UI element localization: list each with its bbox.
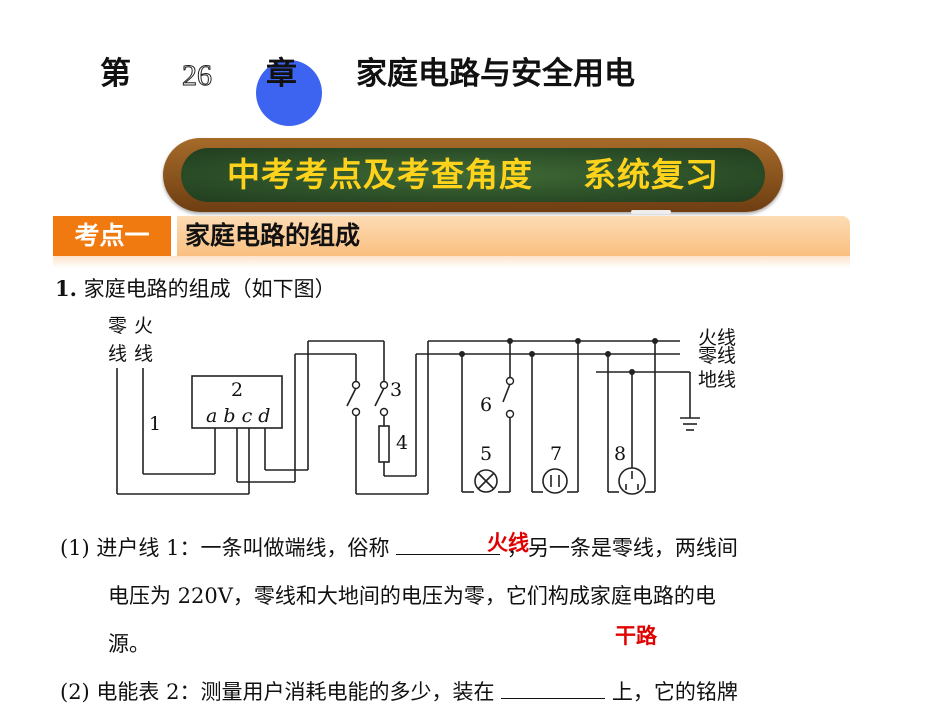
meter-terminals: a b c d xyxy=(206,405,270,427)
label-huo: 火 xyxy=(134,315,153,337)
blackboard-surface: 中考考点及考查角度 系统复习 xyxy=(181,148,765,214)
answer-blank-2 xyxy=(501,678,606,699)
answer-1: 火线 xyxy=(487,531,529,555)
blackboard-banner: 中考考点及考查角度 系统复习 xyxy=(163,138,783,214)
label-ground-wire: 地线 xyxy=(698,369,736,391)
section-label: 考点一 xyxy=(53,216,171,256)
label-live-wire: 火线 xyxy=(698,327,736,349)
p1-prefix: (1) 进户线 1：一条叫做端线，俗称 xyxy=(60,536,390,560)
section-title: 家庭电路的组成 xyxy=(185,221,361,250)
chapter-title: 家庭电路与安全用电 xyxy=(356,56,635,92)
component-1-number: 1 xyxy=(149,413,161,435)
section-header: 考点一 家庭电路的组成 xyxy=(53,216,850,256)
answer-blank-1 xyxy=(396,534,501,555)
item-1-text: 家庭电路的组成（如下图） xyxy=(83,277,336,301)
component-8-number: 8 xyxy=(614,443,626,465)
item-1-number: 1. xyxy=(55,276,77,301)
component-4-number: 4 xyxy=(396,432,408,454)
answer-2: 干路 xyxy=(615,624,657,648)
chapter-number: 26 xyxy=(182,59,213,93)
banner-text: 中考考点及考查角度 系统复习 xyxy=(227,155,719,194)
paragraph-2-line-1: (2) 电能表 2：测量用户消耗电能的多少，装在 上，它的铭牌 xyxy=(60,676,738,708)
chapter-prefix: 第 xyxy=(100,56,131,92)
paragraph-1-line-2: 电压为 220V，零线和大地间的电压为零，它们构成家庭电路的电 xyxy=(108,584,716,608)
component-7-number: 7 xyxy=(550,443,562,465)
chapter-title-row: 第 26 章 家庭电路与安全用电 xyxy=(0,52,950,102)
label-xian-1: 线 xyxy=(108,343,127,365)
label-ling: 零 xyxy=(108,315,127,337)
p1-suffix: ，另一条是零线，两线间 xyxy=(506,536,738,560)
label-neutral-wire: 零线 xyxy=(698,345,736,367)
component-2-number: 2 xyxy=(231,379,243,401)
decorative-blue-circle xyxy=(256,60,322,126)
component-5-number: 5 xyxy=(480,443,492,465)
chalk-icon xyxy=(631,210,671,214)
p2-suffix: 上，它的铭牌 xyxy=(611,680,738,704)
item-1-heading: 1. 家庭电路的组成（如下图） xyxy=(55,273,336,305)
component-6-number: 6 xyxy=(480,394,492,416)
component-3-number: 3 xyxy=(390,379,402,401)
p2-prefix: (2) 电能表 2：测量用户消耗电能的多少，装在 xyxy=(60,680,495,704)
section-divider xyxy=(53,256,850,268)
chapter-suffix: 章 xyxy=(266,56,297,92)
label-xian-2: 线 xyxy=(134,343,153,365)
paragraph-1-line-3: 源。 xyxy=(108,632,150,656)
section-title-background xyxy=(177,216,850,256)
paragraph-1-line-1: (1) 进户线 1：一条叫做端线，俗称 ，另一条是零线，两线间 xyxy=(60,532,738,564)
